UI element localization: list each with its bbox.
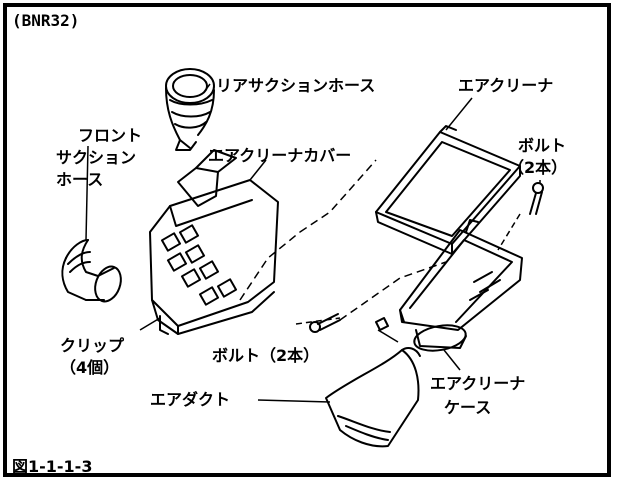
clip-illustration [375, 317, 389, 331]
bolt-bottom-illustration [309, 313, 341, 333]
air-cleaner-case-label-line1: エアクリーナ [430, 374, 526, 393]
clip-label-line2: （4個） [60, 358, 120, 377]
bolt-top-label-line1: ボルト [518, 136, 567, 155]
leader-lines [85, 83, 541, 403]
rear-suction-hose-illustration [165, 68, 215, 151]
model-code: (BNR32) [12, 11, 80, 30]
bolt-bottom-label: ボルト（2本） [212, 346, 320, 365]
front-suction-hose-label-line2: サクション [56, 148, 137, 167]
air-cleaner-cover-illustration [149, 149, 279, 335]
rear-suction-hose-label: リアサクションホース [216, 76, 376, 95]
front-suction-hose-illustration [61, 239, 122, 303]
clip-label-line1: クリップ [60, 336, 125, 355]
air-cleaner-cover-label: エアクリーナカバー [208, 146, 352, 165]
bolt-top-label-line2: （2本） [508, 158, 568, 177]
air-cleaner-case-illustration [399, 219, 523, 352]
air-cleaner-label: エアクリーナ [458, 76, 554, 95]
figure-frame [3, 3, 611, 477]
bolt-top-illustration [529, 182, 544, 215]
front-suction-hose-label-line3: ホース [56, 170, 104, 189]
front-suction-hose-label-line1: フロント [78, 126, 143, 145]
air-cleaner-case-label-line2: ケース [444, 398, 492, 417]
figure-number: 図1-1-1-3 [12, 457, 93, 476]
air-duct-illustration [325, 347, 421, 448]
air-cleaner-element-illustration [375, 125, 521, 255]
air-duct-label: エアダクト [150, 390, 231, 409]
